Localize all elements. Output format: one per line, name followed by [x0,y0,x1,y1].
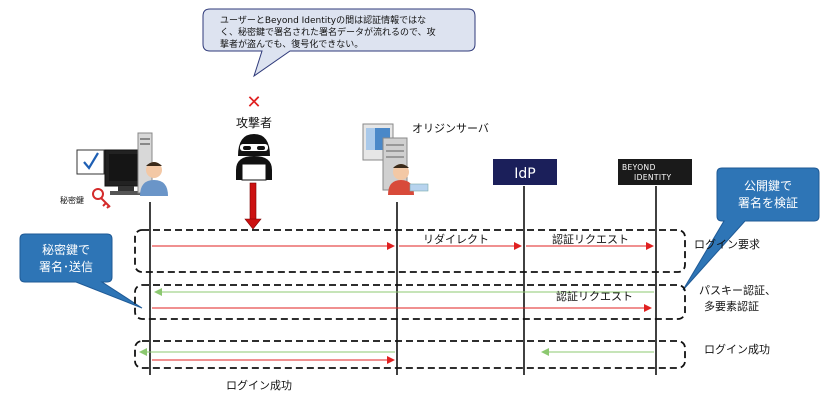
phase-box-passkey [134,284,686,320]
callout-left-line1: 秘密鍵で [42,242,90,257]
attacker-label: 攻撃者 [236,115,272,130]
attacker: ✕ 攻撃者 [236,92,272,230]
callout-top-line2: く、秘密鍵で署名された署名データが流れるので、攻 [220,26,436,38]
check-icon [83,152,99,170]
beyond-identity-logo: BEYOND IDENTITY [618,159,692,185]
top-callout: ユーザーとBeyond Identityの間は認証情報ではな く、秘密鍵で署名さ… [202,8,476,78]
checklist-icon [76,149,105,175]
right-callout: 公開鍵で 署名を検証 [682,167,820,291]
idp-label: IdP [514,166,535,182]
phase-passkey-line2: 多要素認証 [704,299,759,313]
intercept-arrow-head [244,218,262,230]
msg-redirect: リダイレクト [423,232,489,246]
callout-top-line1: ユーザーとBeyond Identityの間は認証情報ではな [220,14,426,26]
msg-auth-request-2: 認証リクエスト [556,289,633,303]
callout-top-line3: 撃者が盗んでも、復号化できない。 [220,38,363,50]
bi-logo-line2: IDENTITY [634,173,672,182]
phase-passkey-line1: パスキー認証、 [699,283,776,297]
origin-server-label: オリジンサーバ [412,122,489,135]
callout-right-line2: 署名を検証 [738,195,798,210]
left-callout: 秘密鍵で 署名･送信 [19,233,143,309]
msg-auth-request-1: 認証リクエスト [552,232,629,246]
bi-logo-line1: BEYOND [622,163,656,172]
phase-box-login-success [134,340,686,369]
attacker-x-icon: ✕ [246,92,261,113]
msg-login-success-bottom: ログイン成功 [226,378,292,392]
key-icon [92,188,111,209]
idp-box: IdP [493,159,557,185]
phase-box-login-request [134,229,686,273]
phase-login-success: ログイン成功 [704,342,770,356]
callout-right-line1: 公開鍵で [744,178,792,193]
phase-login-request: ログイン要求 [694,237,760,251]
origin-server: オリジンサーバ [362,122,489,195]
private-key-label: 秘密鍵 [60,195,84,205]
operator-person-icon [388,164,429,195]
intercept-arrow-shaft [249,182,257,222]
user-person-icon [140,162,168,196]
user-pc: 秘密鍵 [60,132,168,209]
callout-left-line2: 署名･送信 [39,259,93,274]
hacker-icon [236,134,272,181]
